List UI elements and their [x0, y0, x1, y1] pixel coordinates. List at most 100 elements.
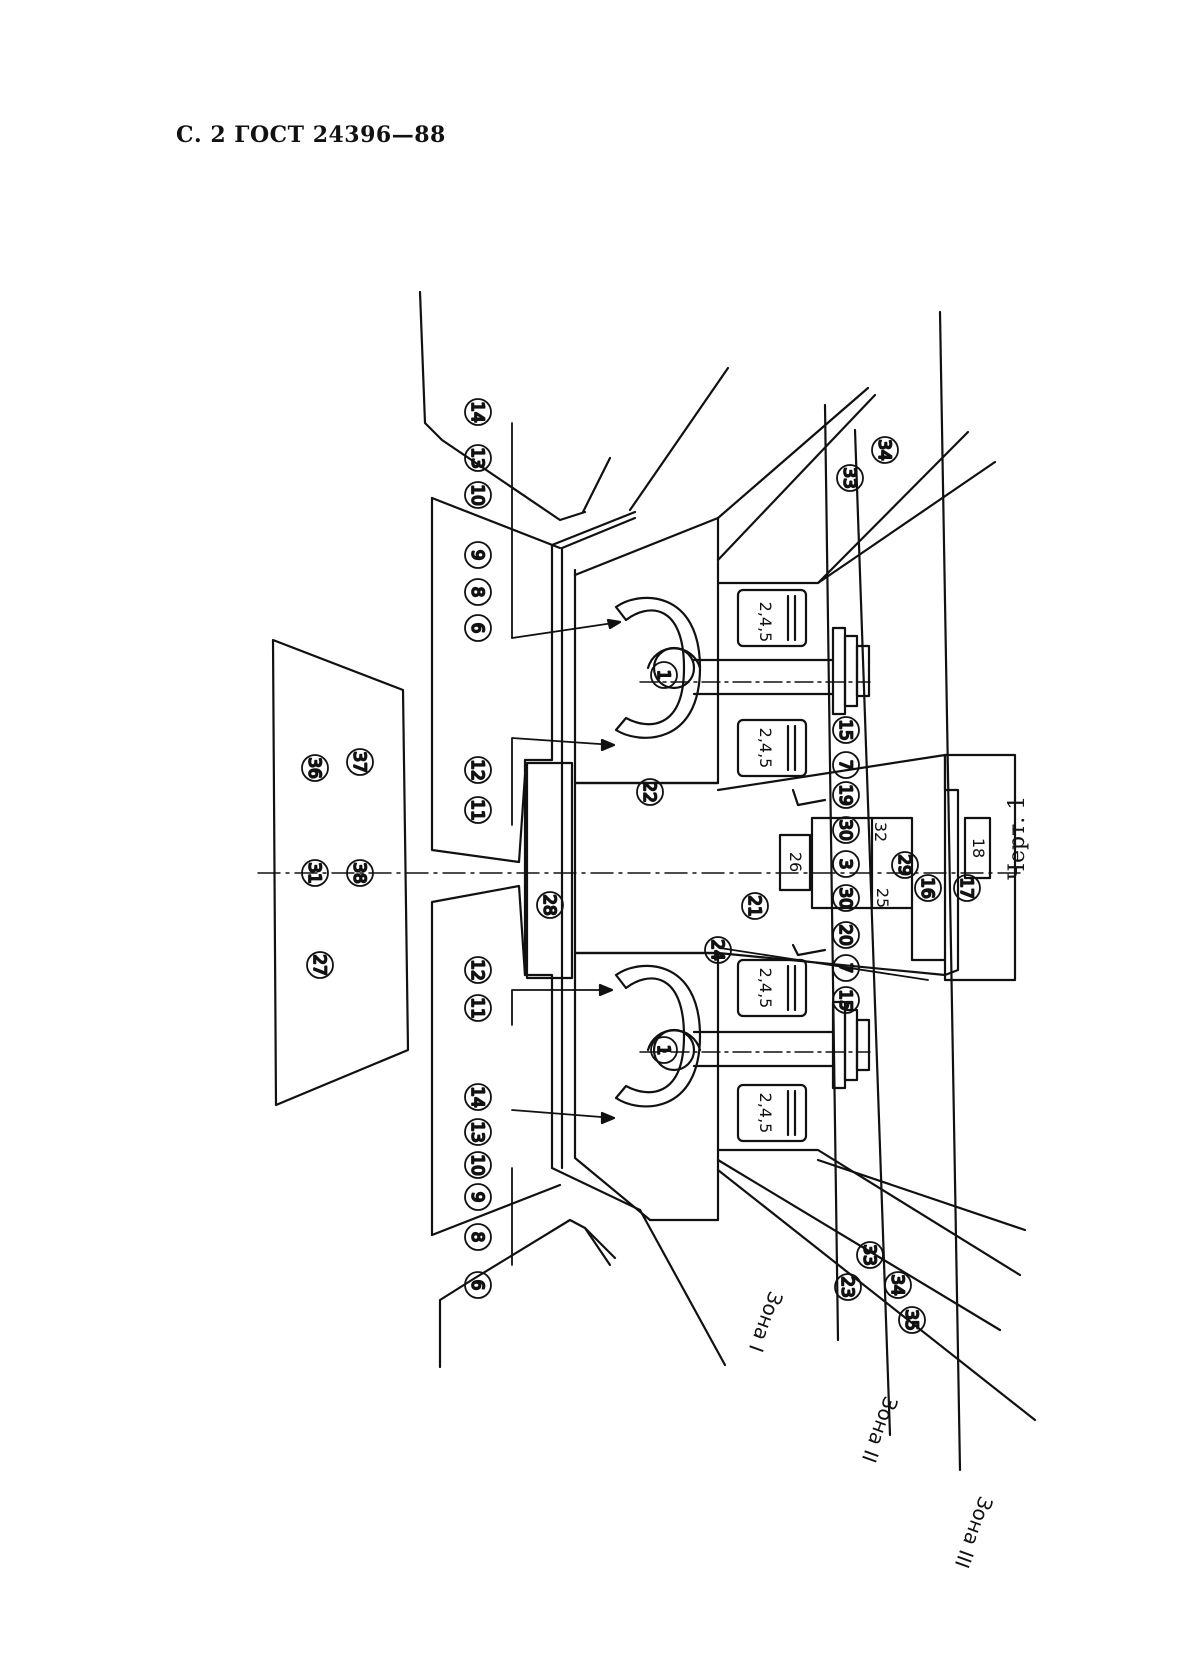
svg-text:8: 8 — [467, 587, 487, 598]
pedestal-label-18: 18 — [969, 838, 988, 858]
callout-14: 14 — [464, 398, 492, 426]
svg-text:13: 13 — [467, 1121, 487, 1143]
bottom-right-diag — [638, 1208, 727, 1367]
pedestal-notch-top — [791, 788, 827, 807]
callout-21: 21 — [741, 892, 769, 920]
svg-text:22: 22 — [639, 781, 659, 803]
top-corner-line-b — [581, 456, 612, 514]
pedestal-box-26 — [778, 833, 812, 892]
svg-text:31: 31 — [304, 862, 324, 884]
callout-34: 34 — [884, 1271, 912, 1299]
callout-group: 14 13 10 9 8 6 12 11 12 11 14 13 10 9 8 … — [301, 398, 981, 1334]
svg-text:10: 10 — [467, 1154, 487, 1176]
svg-text:29: 29 — [894, 854, 914, 876]
svg-text:8: 8 — [467, 1232, 487, 1243]
svg-text:38: 38 — [349, 862, 369, 884]
windshield-frame-top-diag — [550, 510, 637, 547]
pedestal-label-32: 32 — [871, 822, 890, 842]
pedal-top-2 — [843, 634, 859, 708]
svg-text:30: 30 — [835, 819, 855, 841]
svg-text:10: 10 — [467, 484, 487, 506]
callout-29: 29 — [891, 851, 919, 879]
callout-7: 7 — [832, 751, 860, 779]
page-header: С. 2 ГОСТ 24396—88 — [176, 122, 446, 148]
arrowhead — [606, 618, 622, 630]
callout-38: 38 — [346, 859, 374, 887]
callout-10: 10 — [464, 481, 492, 509]
floor-line-top-1 — [716, 393, 877, 562]
callout-34: 34 — [871, 436, 899, 464]
arrowhead — [598, 983, 614, 997]
callout-13: 13 — [464, 1118, 492, 1146]
pedal-bottom-2 — [843, 1008, 859, 1082]
svg-text:36: 36 — [304, 757, 324, 779]
zone-label-I: Зона I — [744, 1288, 788, 1355]
callout-20: 20 — [832, 921, 860, 949]
svg-text:23: 23 — [837, 1276, 857, 1298]
yoke-top — [614, 596, 702, 739]
svg-text:37: 37 — [349, 751, 369, 773]
callout-8: 8 — [464, 1223, 492, 1251]
svg-text:13: 13 — [467, 447, 487, 469]
callout-1: 1 — [650, 661, 678, 689]
zone-label-III: Зона III — [950, 1493, 998, 1571]
side-console-top-2 — [716, 386, 870, 520]
svg-text:35: 35 — [901, 1309, 921, 1331]
svg-text:33: 33 — [839, 467, 859, 489]
arrowhead — [600, 1111, 616, 1125]
callout-7: 7 — [832, 954, 860, 982]
seat-box-top-left — [736, 588, 808, 648]
seat-label: 2,4,5 — [756, 1093, 775, 1134]
callout-3: 3 — [832, 850, 860, 878]
bottom-corner-line-a — [438, 1218, 617, 1369]
windshield-frame-top-outer — [523, 543, 554, 1170]
svg-text:6: 6 — [467, 1280, 487, 1291]
seat-box-bottom-right — [736, 1083, 808, 1143]
callout-28: 28 — [536, 891, 564, 919]
svg-text:6: 6 — [467, 623, 487, 634]
callout-24: 24 — [704, 936, 732, 964]
leader-arrow-top-yoke-2 — [511, 737, 615, 826]
pedestal-label-25: 25 — [873, 888, 892, 908]
svg-text:14: 14 — [467, 401, 487, 423]
svg-text:9: 9 — [467, 1192, 487, 1203]
svg-text:7: 7 — [835, 760, 855, 771]
svg-text:1: 1 — [653, 670, 673, 681]
svg-text:12: 12 — [467, 959, 487, 981]
callout-12: 12 — [464, 956, 492, 984]
pedestal-rear-step — [910, 906, 947, 962]
seat-box-top-right — [736, 718, 808, 778]
callout-9: 9 — [464, 541, 492, 569]
upper-panel-bottom-outline — [430, 884, 527, 1237]
centre-post — [525, 761, 574, 980]
seat-box-bottom-left — [736, 958, 808, 1018]
callout-35: 35 — [898, 1306, 926, 1334]
svg-text:12: 12 — [467, 759, 487, 781]
svg-text:14: 14 — [467, 1086, 487, 1108]
callout-33: 33 — [856, 1241, 884, 1269]
bottom-corner-line-b — [583, 1226, 612, 1267]
seat-label: 2,4,5 — [756, 968, 775, 1009]
callout-19: 19 — [832, 781, 860, 809]
callout-22: 22 — [636, 778, 664, 806]
svg-text:15: 15 — [835, 719, 855, 741]
yoke-bottom-hub-cup — [646, 1029, 702, 1052]
svg-text:19: 19 — [835, 784, 855, 806]
callout-15: 15 — [832, 986, 860, 1014]
zone-label-II: Зона II — [857, 1393, 903, 1466]
callout-37: 37 — [346, 748, 374, 776]
svg-text:27: 27 — [309, 954, 329, 976]
callout-14: 14 — [464, 1083, 492, 1111]
svg-text:9: 9 — [467, 550, 487, 561]
box-label-group: 2,4,5 2,4,5 2,4,5 2,4,5 26 18 25 32 — [756, 602, 988, 1134]
svg-text:24: 24 — [707, 939, 727, 961]
callout-15: 15 — [832, 716, 860, 744]
callout-6: 6 — [464, 1271, 492, 1299]
upper-panel-bottom-link — [430, 1183, 562, 1237]
svg-text:20: 20 — [835, 924, 855, 946]
callout-11: 11 — [464, 994, 492, 1022]
pedestal-label-26: 26 — [786, 852, 805, 872]
callout-33: 33 — [836, 464, 864, 492]
svg-text:11: 11 — [467, 997, 487, 1019]
pedal-bottom-3 — [855, 1018, 871, 1072]
